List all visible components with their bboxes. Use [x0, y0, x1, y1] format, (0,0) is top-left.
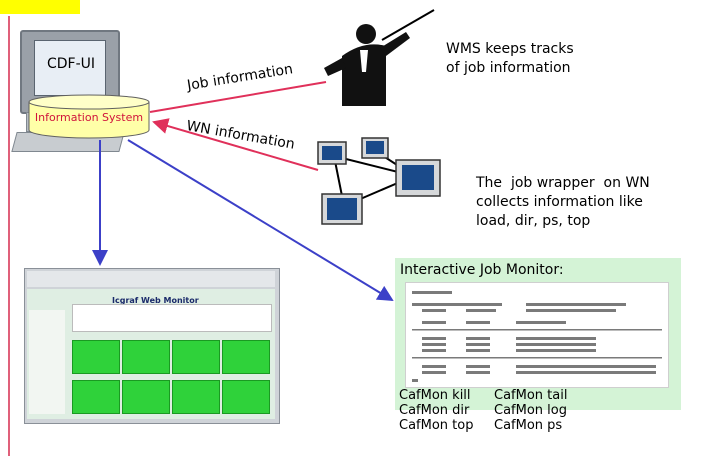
- cafmon-ps: CafMon ps: [494, 418, 563, 433]
- cafmon-kill: CafMon kill: [399, 388, 471, 403]
- job-cell: [122, 380, 170, 414]
- wms-note-line-2: of job information: [446, 60, 571, 76]
- browser-toolbar: [27, 271, 275, 287]
- job-cell: [172, 340, 220, 374]
- web-monitor-info-pane: [72, 304, 272, 332]
- cafmon-dir: CafMon dir: [399, 403, 470, 418]
- interactive-monitor-arrow: [127, 139, 394, 302]
- job-cell: [222, 340, 270, 374]
- conductor-icon: [324, 9, 435, 106]
- cafmon-tail: CafMon tail: [494, 388, 568, 403]
- job-information-arrow: [149, 81, 327, 113]
- job-wrapper-line-2: collects information like: [476, 194, 643, 210]
- job-cell: [72, 380, 120, 414]
- cafmon-top: CafMon top: [399, 418, 474, 433]
- yellow-tab: [0, 0, 80, 14]
- wn-information-arrow: [152, 118, 319, 171]
- cdf-ui-label: CDF-UI: [46, 56, 96, 72]
- information-system-label: Information System: [34, 111, 144, 124]
- terminal-output-lines: [412, 291, 662, 382]
- cafmon-output: [405, 282, 669, 388]
- left-rule: [8, 16, 10, 456]
- job-wrapper-line-3: load, dir, ps, top: [476, 213, 591, 229]
- browser-sidebar: [29, 310, 65, 414]
- network-computers-icon: [317, 137, 441, 225]
- job-wrapper-note: The job wrapper on WN collects informati…: [476, 174, 650, 231]
- job-cell: [122, 340, 170, 374]
- job-cell: [72, 340, 120, 374]
- cafmon-log: CafMon log: [494, 403, 567, 418]
- job-wrapper-line-1: The job wrapper on WN: [476, 175, 650, 191]
- job-cell: [222, 380, 270, 414]
- wms-note-line-1: WMS keeps tracks: [446, 41, 574, 57]
- interactive-job-monitor-title: Interactive Job Monitor:: [400, 262, 564, 278]
- database-cylinder-icon: [28, 94, 150, 139]
- job-cell: [172, 380, 220, 414]
- wms-note: WMS keeps tracks of job information: [446, 40, 574, 78]
